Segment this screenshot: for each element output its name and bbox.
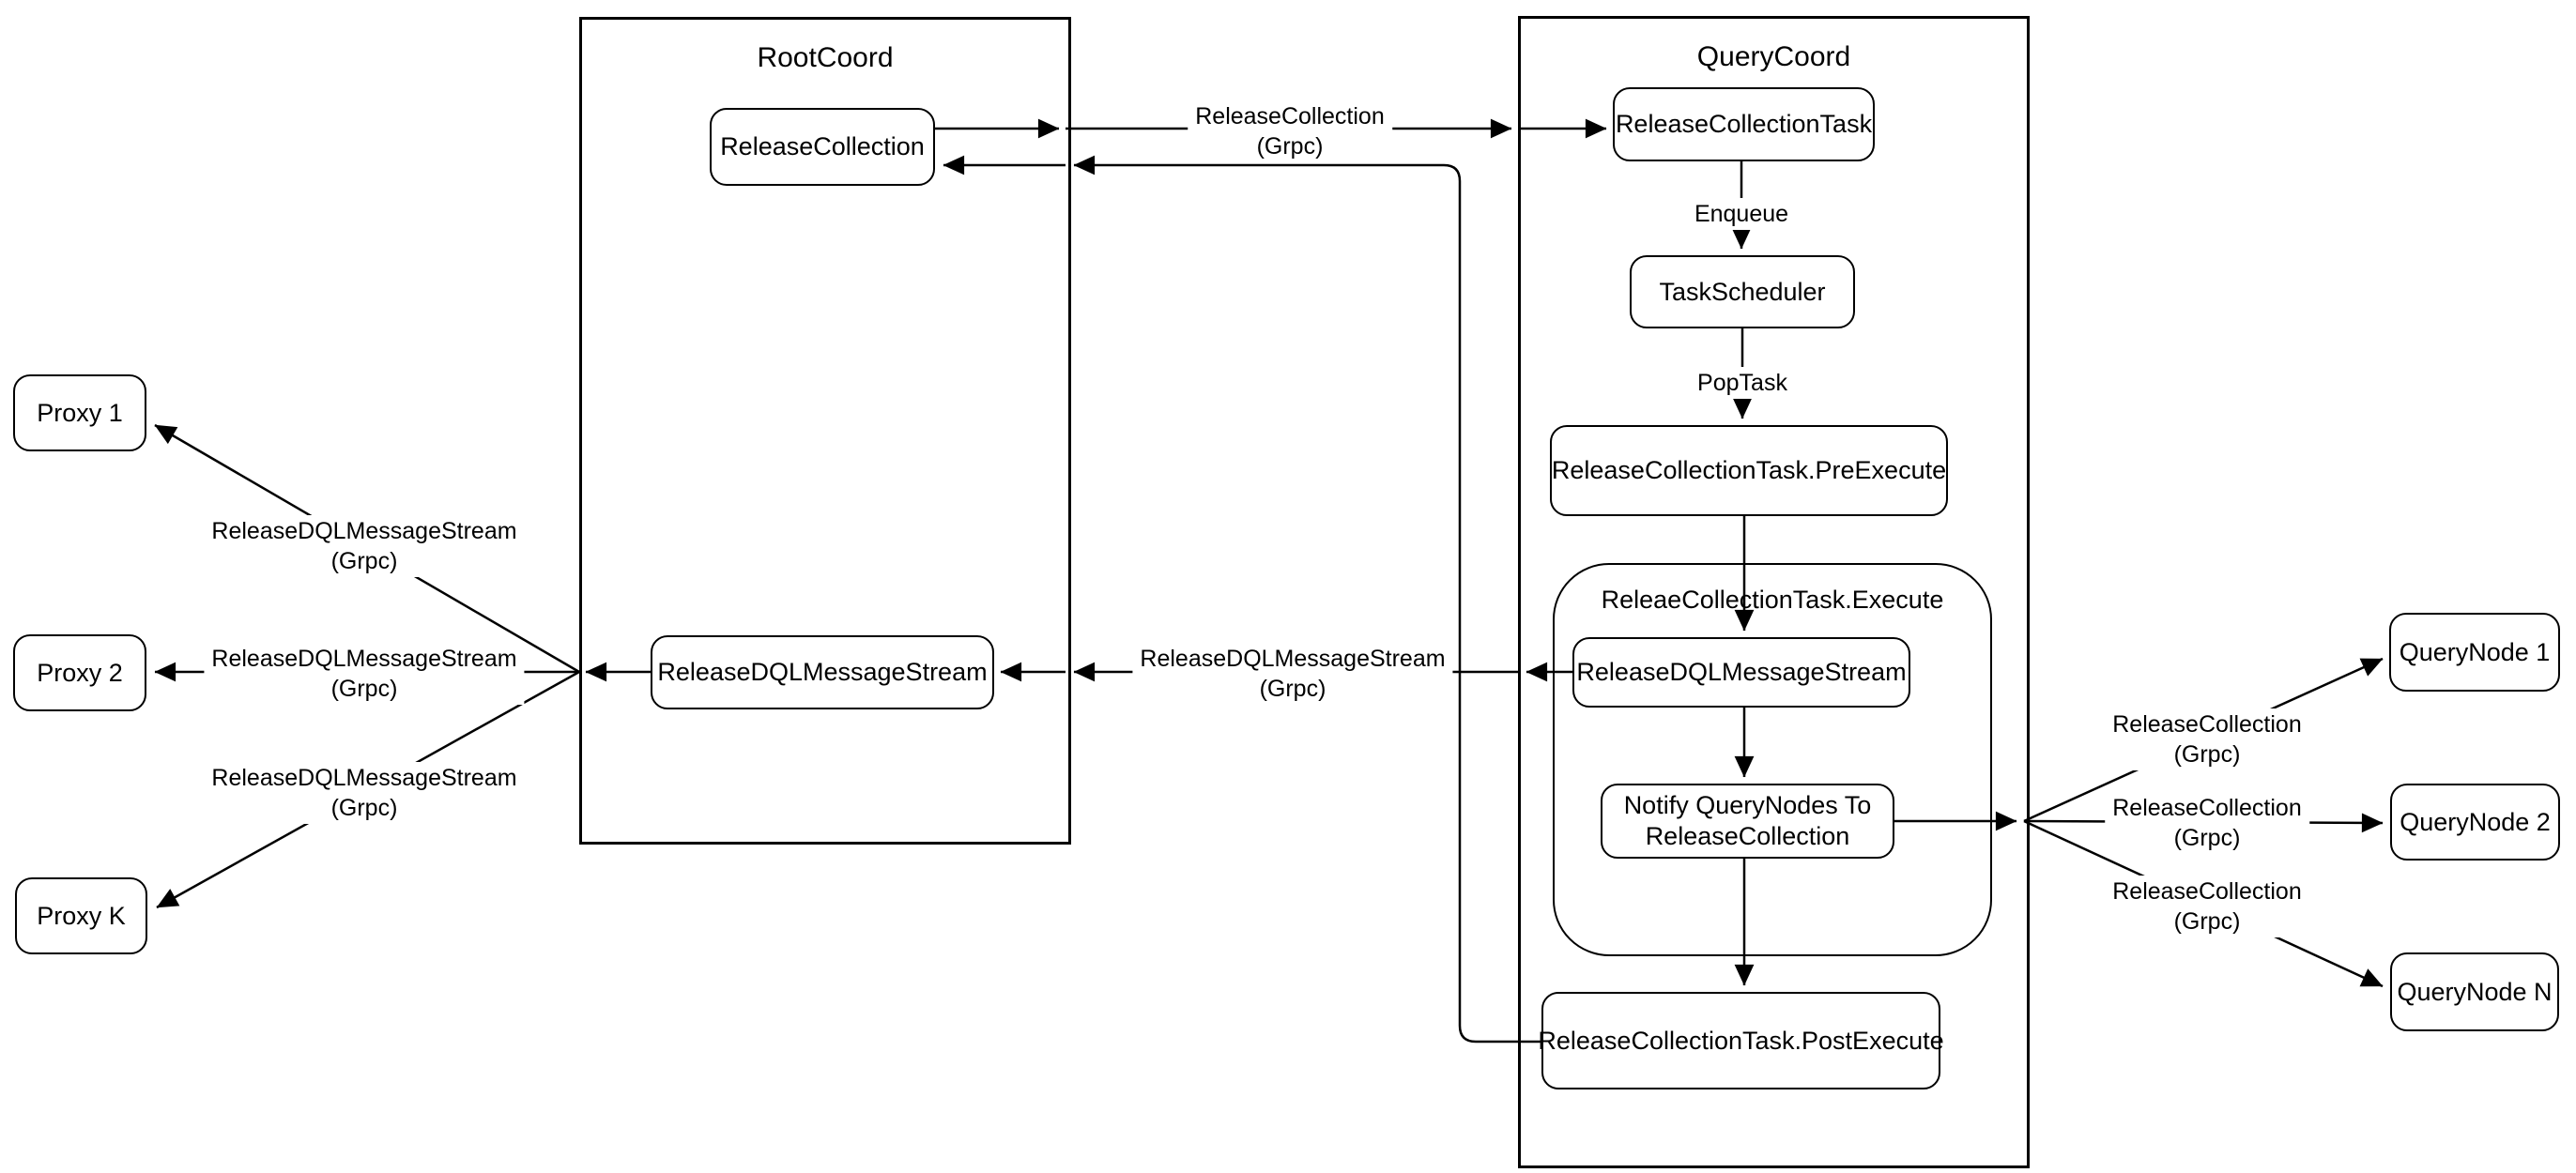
node-release-collection-task-label: ReleaseCollectionTask bbox=[1615, 110, 1873, 139]
node-release-collection-label: ReleaseCollection bbox=[720, 132, 925, 161]
node-proxy-2-label: Proxy 2 bbox=[37, 658, 123, 687]
node-release-collection: ReleaseCollection bbox=[710, 108, 935, 186]
querycoord-container: QueryCoord bbox=[1518, 16, 2030, 1168]
edge-label-to-query-node-n-name: ReleaseCollection bbox=[2112, 878, 2302, 905]
edge-label-to-query-node-2: ReleaseCollection (Grpc) bbox=[2105, 792, 2309, 854]
node-release-collection-task: ReleaseCollectionTask bbox=[1613, 87, 1875, 161]
edge-label-to-proxy-2-name: ReleaseDQLMessageStream bbox=[211, 646, 517, 672]
edge-label-root-to-query-name: ReleaseCollection bbox=[1195, 103, 1385, 129]
node-query-node-n-label: QueryNode N bbox=[2397, 977, 2553, 1006]
edge-label-enqueue-name: Enqueue bbox=[1694, 201, 1789, 227]
node-root-dql-stream-label: ReleaseDQLMessageStream bbox=[657, 658, 988, 687]
node-query-node-2-label: QueryNode 2 bbox=[2400, 807, 2551, 836]
edge-label-to-query-node-1-proto: (Grpc) bbox=[2173, 741, 2241, 768]
execute-group-container: ReleaeCollectionTask.Execute bbox=[1553, 563, 1992, 956]
node-proxy-1: Proxy 1 bbox=[13, 374, 146, 451]
node-query-node-1: QueryNode 1 bbox=[2389, 613, 2560, 692]
edge-label-to-proxy-k: ReleaseDQLMessageStream (Grpc) bbox=[204, 762, 525, 824]
edge-label-to-proxy-2: ReleaseDQLMessageStream (Grpc) bbox=[204, 643, 525, 705]
edge-label-to-proxy-2-proto: (Grpc) bbox=[330, 676, 398, 702]
querycoord-title: QueryCoord bbox=[1696, 41, 1851, 72]
edge-label-to-query-node-2-proto: (Grpc) bbox=[2173, 825, 2241, 851]
edge-label-to-query-node-n: ReleaseCollection (Grpc) bbox=[2105, 876, 2309, 937]
node-notify-query-nodes-label: Notify QueryNodes To ReleaseCollection bbox=[1623, 791, 1872, 850]
node-exec-dql-stream-label: ReleaseDQLMessageStream bbox=[1576, 658, 1907, 687]
node-proxy-1-label: Proxy 1 bbox=[37, 398, 123, 427]
node-post-execute: ReleaseCollectionTask.PostExecute bbox=[1538, 992, 1944, 1089]
edge-label-enqueue: Enqueue bbox=[1686, 198, 1797, 230]
node-query-node-1-label: QueryNode 1 bbox=[2399, 637, 2551, 666]
edge-label-query-to-root-dql-name: ReleaseDQLMessageStream bbox=[1140, 646, 1446, 672]
edge-label-to-query-node-1-name: ReleaseCollection bbox=[2112, 711, 2302, 738]
node-proxy-k-label: Proxy K bbox=[37, 901, 126, 930]
rootcoord-title: RootCoord bbox=[757, 42, 894, 73]
edge-label-to-proxy-1-proto: (Grpc) bbox=[330, 548, 398, 574]
node-query-node-2: QueryNode 2 bbox=[2390, 784, 2560, 861]
edge-postexecute-feedback bbox=[1073, 155, 1541, 1044]
execute-group-title: ReleaeCollectionTask.Execute bbox=[1601, 586, 1944, 614]
edge-label-to-query-node-n-proto: (Grpc) bbox=[2173, 908, 2241, 935]
node-task-scheduler: TaskScheduler bbox=[1630, 255, 1855, 328]
node-proxy-2: Proxy 2 bbox=[13, 634, 146, 711]
edge-label-query-to-root-dql: ReleaseDQLMessageStream (Grpc) bbox=[1132, 643, 1453, 705]
node-pre-execute-label: ReleaseCollectionTask.PreExecute bbox=[1551, 456, 1947, 485]
node-task-scheduler-label: TaskScheduler bbox=[1659, 277, 1826, 306]
node-notify-query-nodes: Notify QueryNodes To ReleaseCollection bbox=[1601, 784, 1894, 859]
node-root-dql-stream: ReleaseDQLMessageStream bbox=[651, 635, 994, 709]
edge-label-root-to-query-proto: (Grpc) bbox=[1256, 133, 1324, 160]
edge-label-to-query-node-2-name: ReleaseCollection bbox=[2112, 795, 2302, 821]
edge-label-to-query-node-1: ReleaseCollection (Grpc) bbox=[2105, 708, 2309, 770]
edge-label-to-proxy-1: ReleaseDQLMessageStream (Grpc) bbox=[204, 515, 525, 577]
edge-label-poptask-name: PopTask bbox=[1697, 370, 1787, 396]
node-pre-execute: ReleaseCollectionTask.PreExecute bbox=[1550, 425, 1948, 516]
edge-label-to-proxy-k-name: ReleaseDQLMessageStream bbox=[211, 765, 517, 791]
node-proxy-k: Proxy K bbox=[15, 877, 147, 954]
rootcoord-container: RootCoord bbox=[579, 17, 1071, 845]
edge-label-query-to-root-dql-proto: (Grpc) bbox=[1259, 676, 1326, 702]
node-query-node-n: QueryNode N bbox=[2390, 952, 2559, 1031]
node-exec-dql-stream: ReleaseDQLMessageStream bbox=[1572, 637, 1910, 708]
edge-label-root-to-query: ReleaseCollection (Grpc) bbox=[1188, 100, 1392, 162]
edge-label-to-proxy-1-name: ReleaseDQLMessageStream bbox=[211, 518, 517, 544]
edge-label-poptask: PopTask bbox=[1690, 367, 1795, 399]
edge-label-to-proxy-k-proto: (Grpc) bbox=[330, 795, 398, 821]
node-post-execute-label: ReleaseCollectionTask.PostExecute bbox=[1538, 1026, 1944, 1055]
